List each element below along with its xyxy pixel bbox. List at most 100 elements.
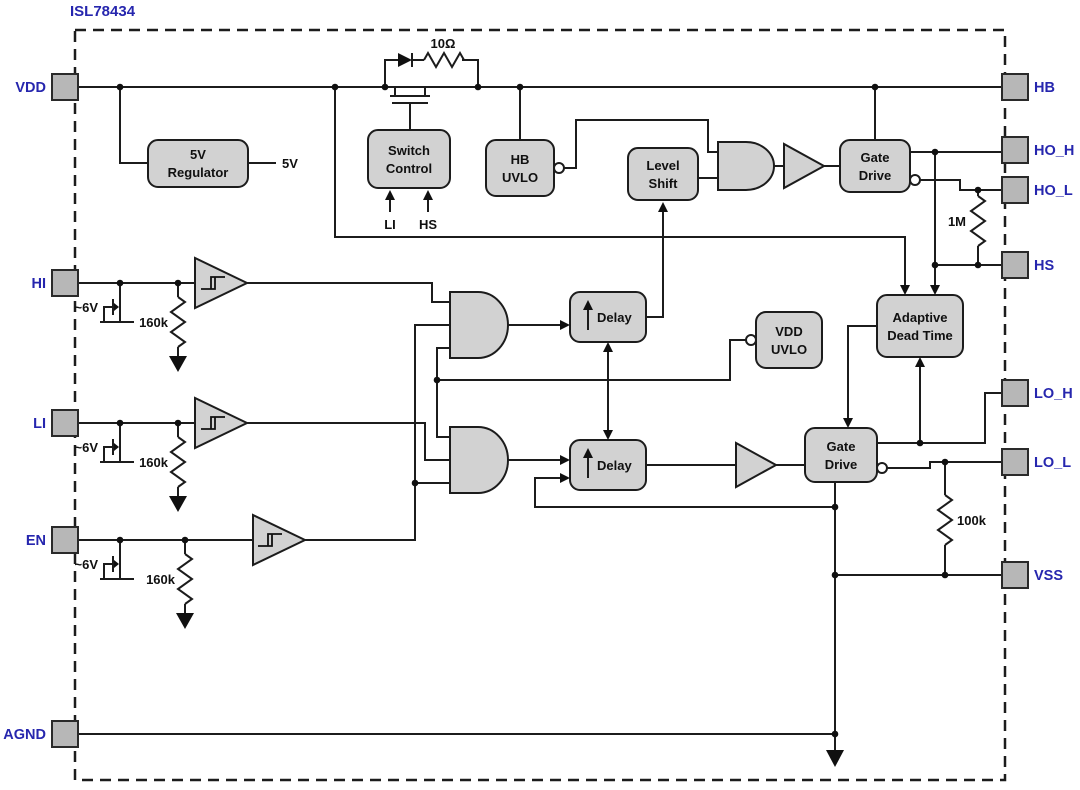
block-label: 5V	[190, 147, 206, 162]
ground-arrow-icon	[169, 356, 187, 372]
delay-up-arrow-icon	[583, 448, 593, 478]
block-label: UVLO	[502, 170, 538, 185]
block-body	[755, 311, 823, 369]
block-body	[804, 427, 878, 483]
pin-label: AGND	[3, 727, 46, 743]
wire-vdd-to-dead-time	[334, 87, 906, 285]
pin-pad	[1001, 136, 1029, 164]
pins-right: HB HO_H HO_L HS LO_H LO_L VSS	[1001, 73, 1074, 589]
wire-5v-regulator	[119, 87, 276, 164]
pin-vdd: VDD	[15, 73, 79, 101]
arrowhead	[423, 190, 433, 200]
block-switch-control: Switch Control	[367, 129, 451, 189]
switch-control-input2-label: HS	[419, 217, 437, 232]
pin-pad	[51, 73, 79, 101]
arrowhead	[385, 190, 395, 200]
pulldown-en-label: 160k	[146, 572, 176, 587]
inverter-bubble	[876, 462, 888, 474]
wire-vdd-uvlo-out	[436, 339, 746, 438]
pin-agnd: AGND	[3, 720, 79, 748]
pin-en: EN	[26, 526, 79, 554]
wire-switch-control-inputs	[389, 200, 429, 212]
arrowhead	[603, 430, 613, 440]
regulator-output-label: 5V	[282, 156, 298, 171]
block-body	[367, 129, 451, 189]
block-label: Control	[386, 161, 432, 176]
hysteresis-icon	[258, 533, 282, 547]
pin-ho-h: HO_H	[1001, 136, 1074, 164]
junction-dot	[931, 261, 939, 269]
wire-clamp-en	[100, 540, 134, 580]
junction-dot	[116, 279, 124, 287]
arrowhead	[658, 202, 668, 212]
ho-pulldown-label: 1M	[948, 214, 966, 229]
bootstrap-resistor-10ohm	[423, 50, 465, 70]
block-gate-drive-low: Gate Drive	[804, 427, 888, 483]
pin-lo-h: LO_H	[1001, 379, 1073, 407]
block-gate-drive-high: Gate Drive	[839, 139, 921, 193]
block-delay-high: Delay	[569, 291, 647, 343]
block-label: Switch	[388, 143, 430, 158]
arrowhead	[560, 320, 570, 330]
schmitt-trigger-hi	[194, 256, 250, 310]
block-body	[876, 294, 964, 358]
wire-delay-high-to-level-shift	[646, 212, 664, 318]
block-label: VDD	[775, 324, 802, 339]
pin-pad	[1001, 448, 1029, 476]
bootstrap-resistor-label: 10Ω	[431, 36, 456, 51]
delay-up-arrow-icon	[583, 300, 593, 330]
arrowhead	[843, 418, 853, 428]
wires	[78, 53, 1002, 750]
arrowheads	[114, 190, 940, 767]
pin-hi: HI	[32, 269, 79, 297]
block-label: Gate	[861, 150, 890, 165]
wire-li	[78, 422, 450, 461]
block-label: UVLO	[771, 342, 807, 357]
block-label: HB	[511, 152, 530, 167]
junction-dot	[433, 376, 441, 384]
block-body	[485, 139, 555, 197]
pin-ho-l: HO_L	[1001, 176, 1073, 204]
junction-dot	[516, 83, 524, 91]
junction-dot	[974, 186, 982, 194]
pin-pad	[1001, 251, 1029, 279]
junction-dot	[116, 536, 124, 544]
junction-dot	[181, 536, 189, 544]
pin-label: LI	[33, 416, 46, 432]
pin-pad	[51, 720, 79, 748]
buffer-low	[735, 441, 779, 489]
and-gate-input-high	[449, 291, 509, 359]
clamp-en-label: ~6V	[75, 557, 99, 572]
pin-label: LO_L	[1034, 455, 1071, 471]
resistor-160k-li	[169, 436, 187, 488]
resistors	[169, 50, 987, 605]
wire-bootstrap-branch	[384, 53, 479, 87]
block-label: Shift	[649, 176, 679, 191]
clamp-arrow-icon	[114, 443, 119, 451]
arrowhead	[915, 357, 925, 367]
junction-dot	[941, 458, 949, 466]
pin-hs: HS	[1001, 251, 1054, 279]
and-gate-output-high	[717, 141, 775, 191]
wire-dead-time-out	[847, 325, 877, 418]
pin-label: HI	[32, 276, 47, 292]
junction-dot	[831, 571, 839, 579]
resistor-1m	[969, 195, 987, 247]
pin-hb: HB	[1001, 73, 1055, 101]
block-label: Delay	[597, 310, 632, 325]
resistor-160k-hi	[169, 296, 187, 348]
pin-pad	[1001, 176, 1029, 204]
inverter-bubble	[745, 334, 757, 346]
arrowhead	[900, 285, 910, 295]
junction-dot	[931, 148, 939, 156]
bootstrap-diode	[398, 53, 412, 67]
wire-clamp-hi	[100, 283, 134, 323]
junction-dot	[331, 83, 339, 91]
pin-vss: VSS	[1001, 561, 1063, 589]
diode-symbol	[398, 53, 412, 67]
wire-hb-uvlo-out	[564, 119, 718, 169]
wire-bootstrap-mosfet	[390, 87, 430, 130]
block-label: Dead Time	[887, 328, 953, 343]
pins-left: VDD HI LI EN AGND	[3, 73, 79, 748]
